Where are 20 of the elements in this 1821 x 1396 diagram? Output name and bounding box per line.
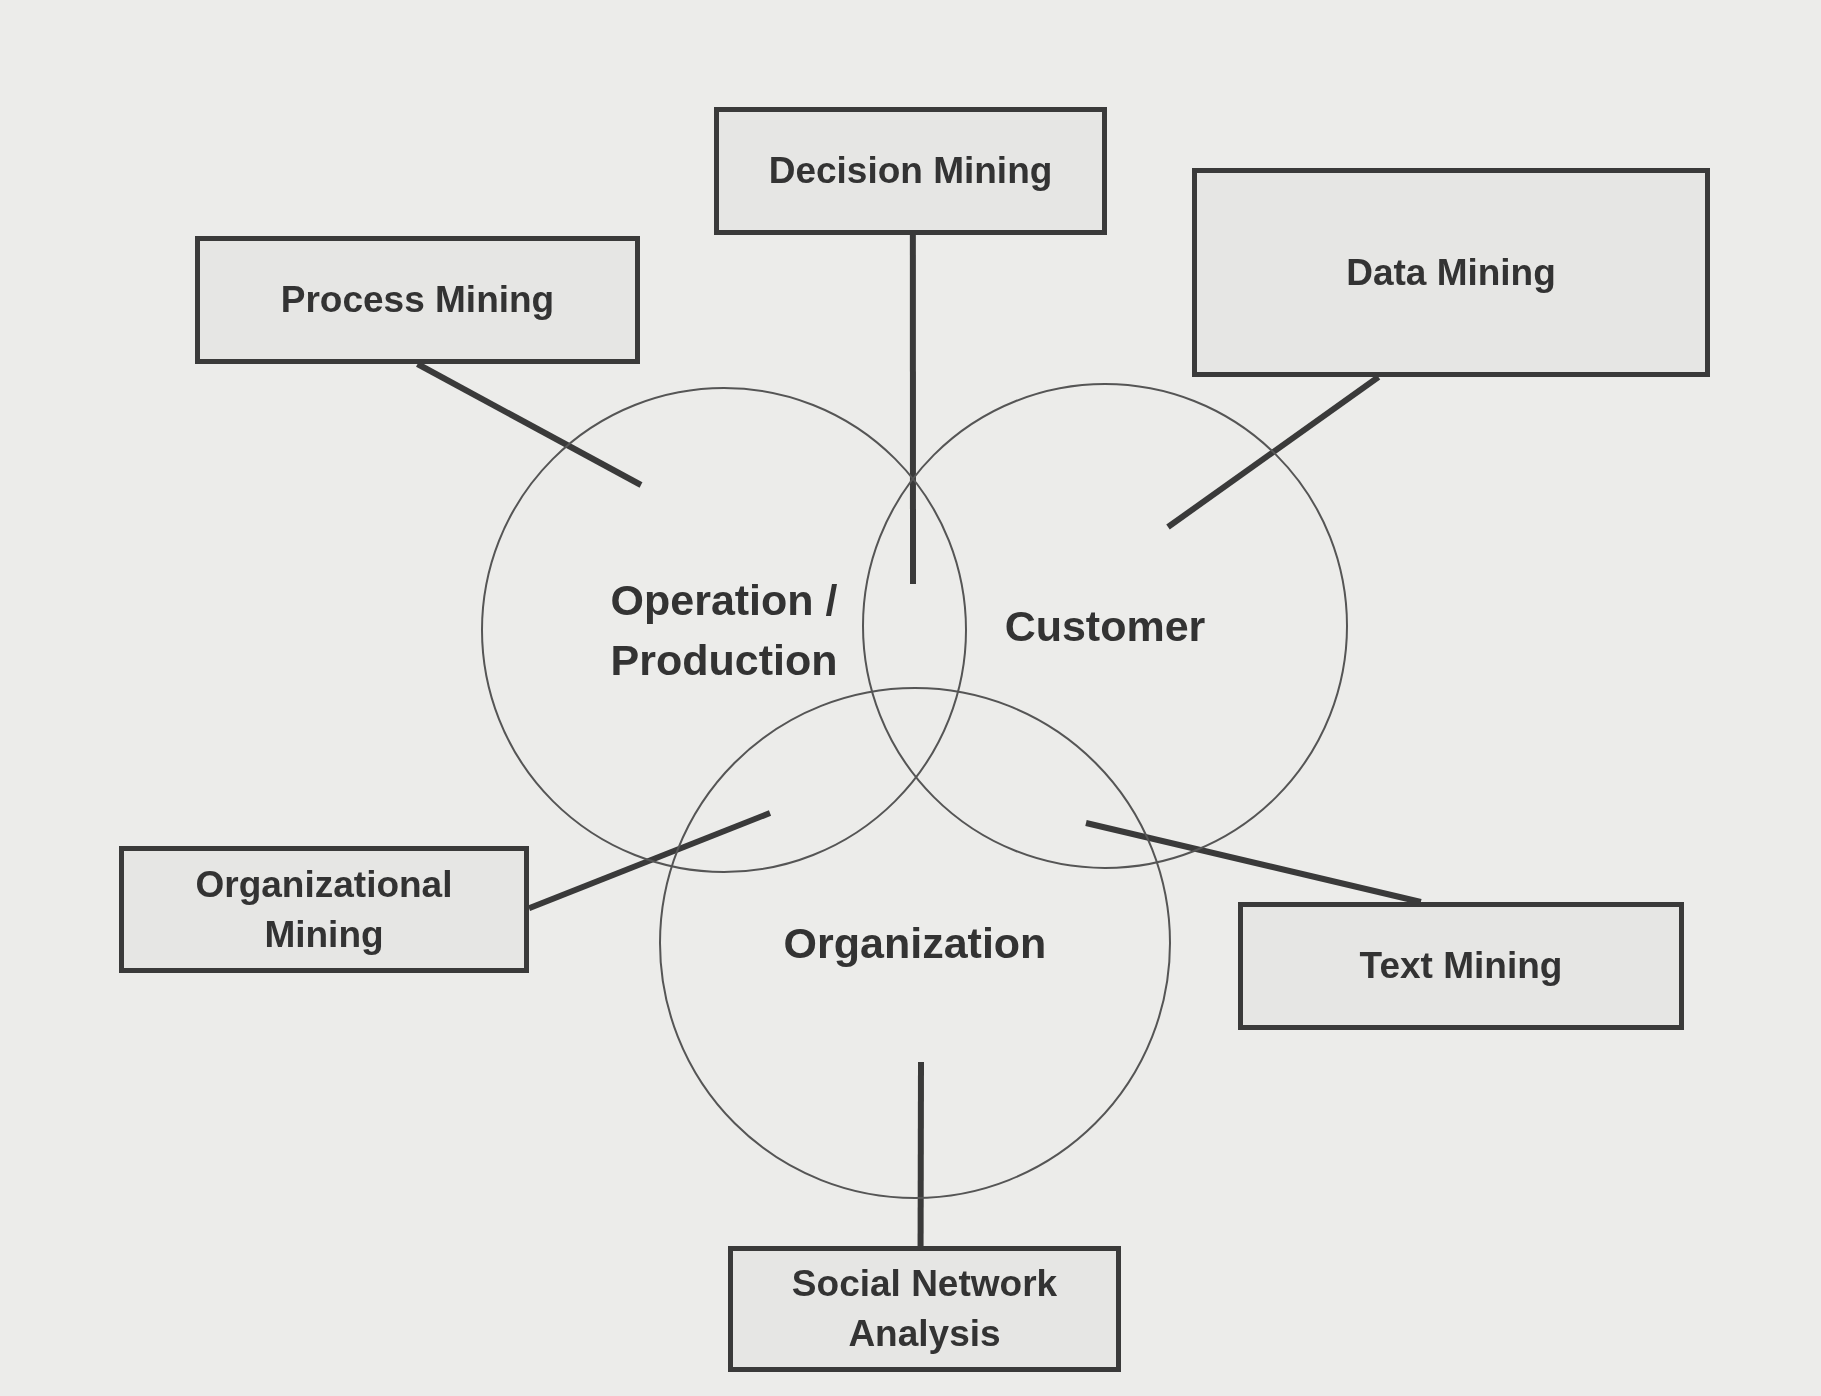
technique-box — [714, 107, 1107, 235]
venn-circle — [862, 383, 1348, 869]
box-label: Text Mining — [1359, 944, 1563, 989]
box-label: Decision Mining — [768, 149, 1053, 194]
technique-box — [119, 846, 529, 973]
box-label: Data Mining — [1346, 250, 1556, 295]
circle-label: Organization — [783, 917, 1047, 969]
connector-line — [909, 235, 916, 584]
box-label: Process Mining — [280, 278, 555, 323]
circle-label: Customer — [1004, 600, 1206, 652]
connector-line — [917, 1062, 924, 1246]
circle-label: Operation / Production — [609, 574, 839, 686]
venn-circle — [659, 687, 1171, 1199]
connector-line — [527, 810, 772, 912]
box-label: Social Network Analysis — [790, 1262, 1059, 1356]
technique-box — [728, 1246, 1121, 1372]
technique-box — [195, 236, 640, 364]
box-label: Organizational Mining — [194, 862, 454, 957]
technique-box — [1192, 168, 1710, 377]
technique-box — [1238, 902, 1684, 1030]
